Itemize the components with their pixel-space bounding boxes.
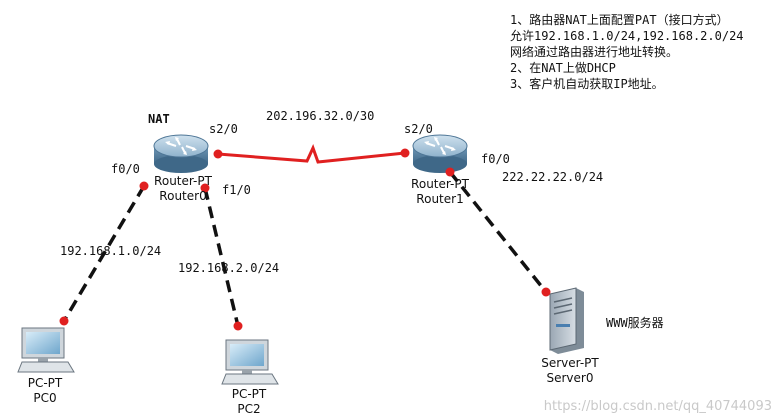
link-router1-server0[interactable] <box>448 170 548 294</box>
port-dot-server0 <box>541 287 551 297</box>
pc2-type-label: PC-PT <box>231 387 267 401</box>
note-line: 网络通过路由器进行地址转换。 <box>510 45 679 59</box>
port-dot-router1-f0-0 <box>445 167 455 177</box>
router0-icon[interactable] <box>153 134 209 173</box>
pc2-name-label: PC2 <box>237 402 261 416</box>
pc0-icon[interactable] <box>17 327 75 373</box>
router0-type-label: Router-PT <box>154 174 212 188</box>
router0-tag: NAT <box>148 112 170 126</box>
server0-name-label: Server0 <box>546 371 594 385</box>
note-line: 3、客户机自动获取IP地址。 <box>510 77 664 91</box>
network-label-wan: 202.196.32.0/30 <box>266 109 375 123</box>
link-router0-pc2[interactable] <box>203 187 240 327</box>
port-dot-router0-f1-0 <box>200 183 210 193</box>
server0-icon[interactable] <box>549 287 584 354</box>
pc0-type-label: PC-PT <box>27 376 63 390</box>
server-role-label: WWW服务器 <box>606 316 664 330</box>
interface-label-router0-f0-0: f0/0 <box>111 162 140 176</box>
pc0-name-label: PC0 <box>33 391 57 405</box>
note-line: 2、在NAT上做DHCP <box>510 61 616 75</box>
network-label-lan2: 192.168.2.0/24 <box>178 261 280 275</box>
router1-icon[interactable] <box>412 134 468 173</box>
port-dot-router0-s2-0 <box>213 149 223 159</box>
pc2-icon[interactable] <box>221 339 279 385</box>
interface-label-router0-s2-0: s2/0 <box>209 122 238 136</box>
watermark-text: https://blog.csdn.net/qq_40744093 <box>543 399 772 414</box>
serial-link-router0-router1[interactable] <box>217 144 406 164</box>
interface-label-router1-s2-0: s2/0 <box>404 122 433 136</box>
network-label-server-net: 222.22.22.0/24 <box>502 170 604 184</box>
interface-label-router1-f0-0: f0/0 <box>481 152 510 166</box>
port-dot-pc2 <box>233 321 243 331</box>
port-dot-pc0 <box>59 316 69 326</box>
router1-type-label: Router-PT <box>411 177 469 191</box>
interface-label-router0-f1-0: f1/0 <box>222 183 251 197</box>
note-line: 1、路由器NAT上面配置PAT（接口方式） <box>510 13 729 27</box>
router0-name-label: Router0 <box>159 189 207 203</box>
port-dot-router0-f0-0 <box>139 181 149 191</box>
config-notes: 1、路由器NAT上面配置PAT（接口方式） 允许192.168.1.0/24,1… <box>510 12 744 92</box>
port-dot-router1-s2-0 <box>400 148 410 158</box>
router1-name-label: Router1 <box>416 192 464 206</box>
network-label-lan1: 192.168.1.0/24 <box>60 244 162 258</box>
link-router0-pc0[interactable] <box>62 185 146 322</box>
note-line: 允许192.168.1.0/24,192.168.2.0/24 <box>510 29 744 43</box>
server0-type-label: Server-PT <box>541 356 599 370</box>
